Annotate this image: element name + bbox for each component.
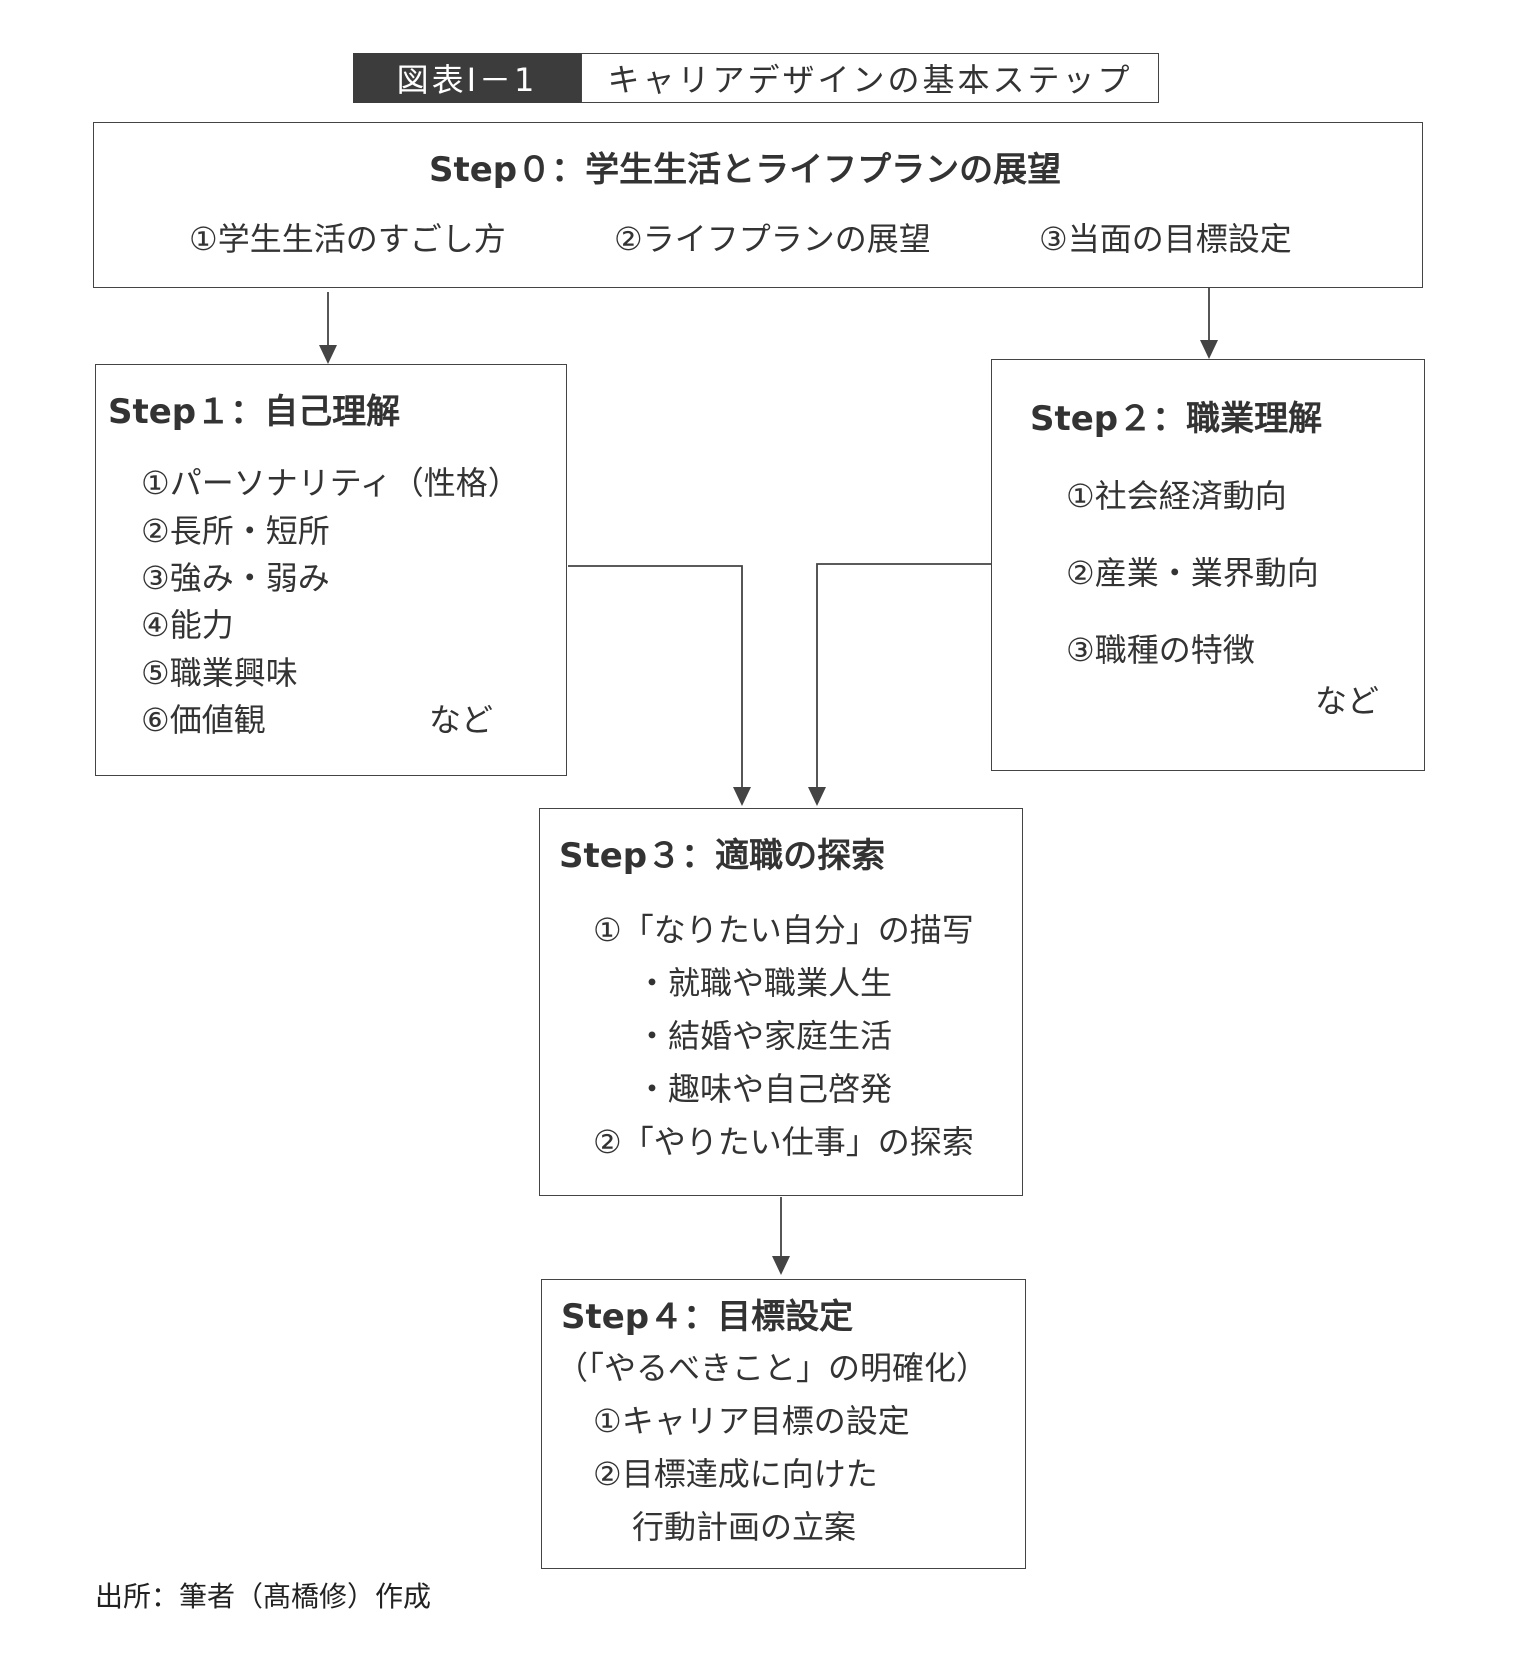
step4-item-2: ②目標達成に向けた [593, 1455, 878, 1493]
step1-item-3: ③強み・弱み [141, 559, 330, 597]
step2-item-3: ③職種の特徴 [1066, 631, 1255, 669]
step1-box: Step１：自己理解 ①パーソナリティ（性格） ②長所・短所 ③強み・弱み ④能… [95, 364, 567, 776]
step1-item-2: ②長所・短所 [141, 512, 330, 550]
arrowhead-step1 [319, 345, 337, 364]
source-note: 出所：筆者（髙橋修）作成 [95, 1580, 432, 1613]
step3-item-5: ②「やりたい仕事」の探索 [593, 1123, 974, 1161]
arrowhead-step3-left [733, 787, 751, 806]
figure-label: 図表Ⅰ－1 [353, 53, 581, 103]
step4-heading: Step４：目標設定 [561, 1297, 854, 1337]
step1-etc: など [429, 701, 494, 739]
step0-box: Step０：学生生活とライフプランの展望 ①学生生活のすごし方 ②ライフプランの… [93, 122, 1423, 288]
step1-heading: Step１：自己理解 [108, 392, 401, 432]
step2-item-1: ①社会経済動向 [1066, 477, 1287, 515]
step4-item-1: ①キャリア目標の設定 [593, 1402, 910, 1440]
step4-subheading: （「やるべきこと」の明確化） [556, 1349, 989, 1387]
step1-item-4: ④能力 [141, 606, 234, 644]
step3-heading: Step３：適職の探索 [559, 836, 886, 876]
step3-item-2: ・就職や職業人生 [636, 964, 893, 1002]
arrowhead-step4 [772, 1256, 790, 1275]
step1-item-5: ⑤職業興味 [141, 654, 298, 692]
step2-heading: Step２：職業理解 [1030, 399, 1323, 439]
arrowhead-step3-right [808, 787, 826, 806]
step0-item-1: ①学生生活のすごし方 [189, 220, 506, 258]
step3-item-4: ・趣味や自己啓発 [636, 1070, 893, 1108]
step3-item-1: ①「なりたい自分」の描写 [593, 911, 974, 949]
step1-item-1: ①パーソナリティ（性格） [141, 464, 520, 502]
figure-title: キャリアデザインの基本ステップ [581, 53, 1159, 103]
step0-item-3: ③当面の目標設定 [1039, 220, 1292, 258]
step3-item-3: ・結婚や家庭生活 [636, 1017, 893, 1055]
step2-etc: など [1315, 682, 1380, 720]
step4-box: Step４：目標設定 （「やるべきこと」の明確化） ①キャリア目標の設定 ②目標… [541, 1279, 1026, 1569]
arrow-step2-to-step3 [816, 563, 991, 787]
step2-item-2: ②産業・業界動向 [1066, 554, 1319, 592]
arrow-step1-to-step3 [568, 565, 743, 787]
step4-item-3: 行動計画の立案 [632, 1508, 857, 1546]
step0-heading: Step０：学生生活とライフプランの展望 [429, 150, 1062, 190]
arrowhead-step2 [1200, 340, 1218, 359]
step0-item-2: ②ライフプランの展望 [614, 220, 931, 258]
step2-box: Step２：職業理解 ①社会経済動向 ②産業・業界動向 ③職種の特徴 など [991, 359, 1425, 771]
step3-box: Step３：適職の探索 ①「なりたい自分」の描写 ・就職や職業人生 ・結婚や家庭… [539, 808, 1023, 1196]
step1-item-6: ⑥価値観 [141, 701, 266, 739]
